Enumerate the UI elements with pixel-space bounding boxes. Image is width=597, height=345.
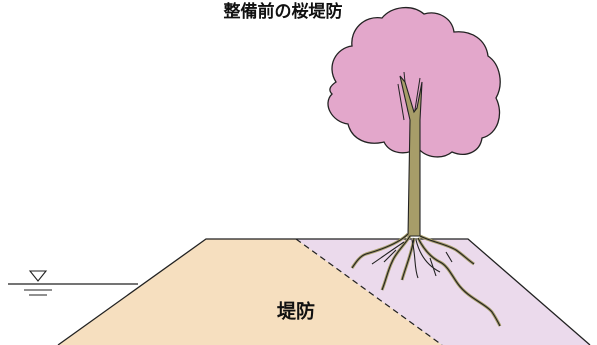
tree-crown <box>327 7 501 158</box>
embankment-dashed-boundary <box>295 238 443 345</box>
embankment-outline <box>57 238 591 345</box>
embankment-root-zone <box>296 239 590 345</box>
tree-trunk <box>399 75 423 237</box>
embankment-label: 堤防 <box>277 300 315 323</box>
water-level-triangle-icon <box>24 270 52 296</box>
tree-roots <box>350 232 502 327</box>
figure-title: 整備前の桜堤防 <box>224 1 343 22</box>
embankment-body <box>58 239 442 345</box>
